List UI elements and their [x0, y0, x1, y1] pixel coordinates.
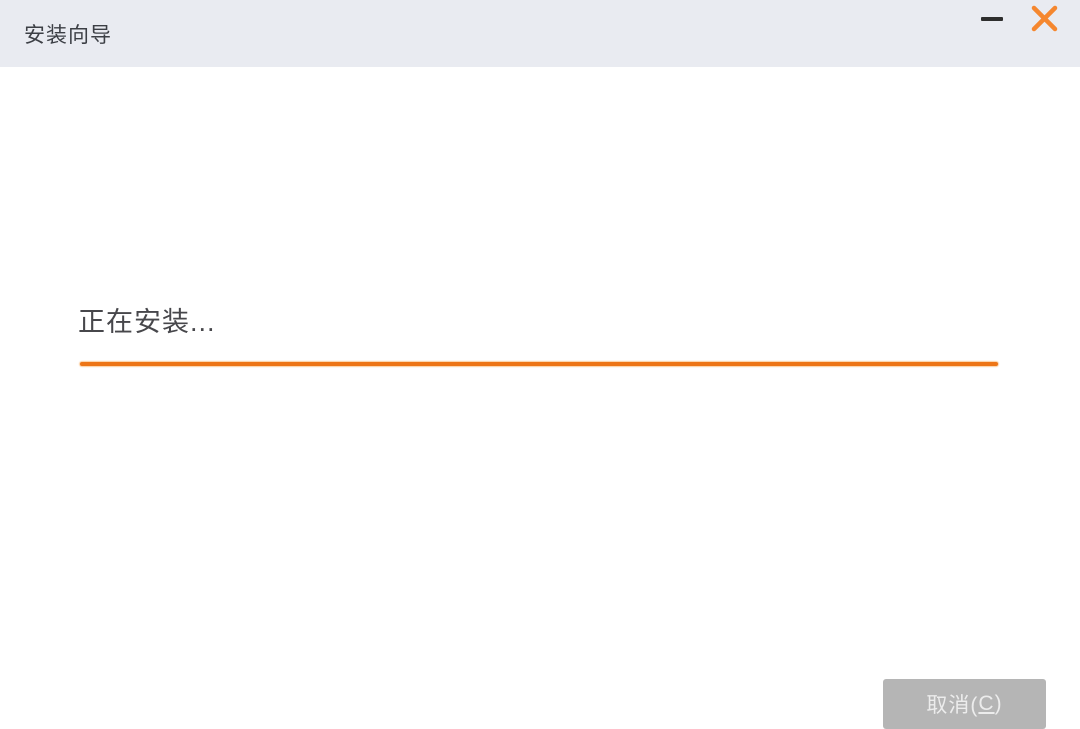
window-title: 安装向导 — [24, 23, 112, 47]
close-button[interactable] — [1018, 0, 1070, 52]
close-icon — [1031, 5, 1057, 31]
progress-bar-track — [80, 362, 998, 366]
cancel-label-suffix: ) — [994, 692, 1003, 715]
cancel-label-access-key: C — [978, 692, 995, 715]
cancel-button[interactable]: 取消(C) — [883, 679, 1046, 729]
cancel-label-prefix: 取消( — [926, 694, 979, 717]
window-controls — [966, 0, 1080, 67]
progress-bar-fill — [80, 362, 998, 366]
titlebar: 安装向导 — [0, 0, 1080, 67]
minimize-button[interactable] — [966, 0, 1018, 52]
install-status-text: 正在安装... — [78, 307, 216, 337]
content-area: 正在安装... 取消(C) — [0, 67, 1080, 729]
minimize-icon — [981, 17, 1003, 21]
